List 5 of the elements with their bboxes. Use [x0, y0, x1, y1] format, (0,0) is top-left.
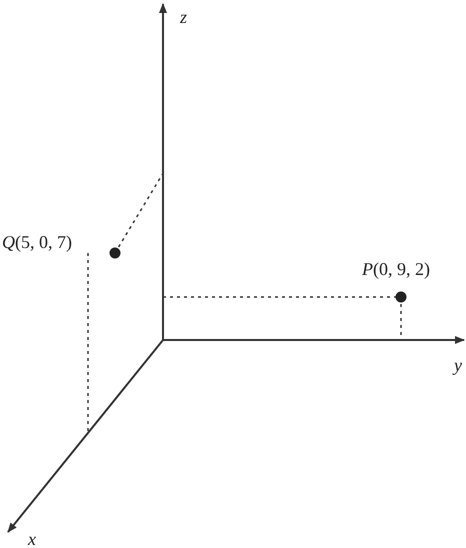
axis-label: x: [28, 530, 36, 548]
point-label: P(0, 9, 2): [362, 260, 430, 278]
axis-label: z: [180, 8, 188, 26]
axis-label: y: [454, 356, 462, 374]
point-label: Q(5, 0, 7): [2, 233, 72, 251]
